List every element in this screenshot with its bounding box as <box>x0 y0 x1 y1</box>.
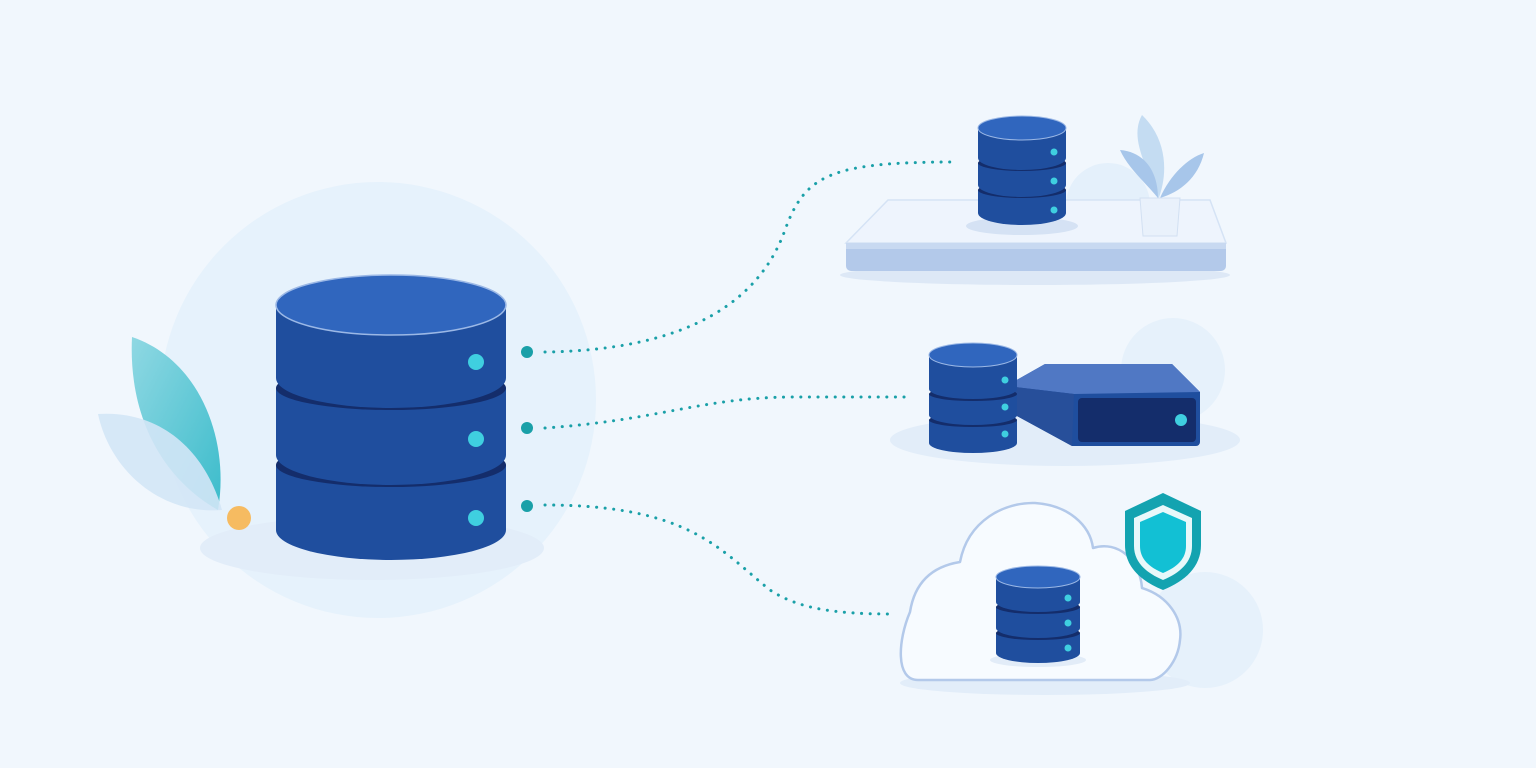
connector-endpoint <box>521 500 533 512</box>
orange-dot <box>227 506 251 530</box>
connector-to-cloud-database <box>543 503 894 616</box>
connector-endpoint <box>521 422 533 434</box>
shelf-database-icon <box>966 115 1078 235</box>
plant-icon <box>1120 115 1204 237</box>
connector-endpoints <box>521 346 533 512</box>
status-light-icon <box>468 431 484 447</box>
status-light-icon <box>468 354 484 370</box>
shield-icon <box>1125 493 1201 590</box>
status-light-icon <box>468 510 484 526</box>
connector-to-on-premise-database <box>543 395 914 430</box>
connector-lines <box>543 160 957 616</box>
cloud-database-icon <box>990 565 1086 667</box>
connector-endpoint <box>521 346 533 358</box>
leaf-icon <box>98 337 222 511</box>
primary-database-icon <box>275 274 507 560</box>
on-premise-database-icon <box>928 342 1018 453</box>
status-light-icon <box>1175 414 1187 426</box>
server-box-icon <box>1006 364 1200 446</box>
